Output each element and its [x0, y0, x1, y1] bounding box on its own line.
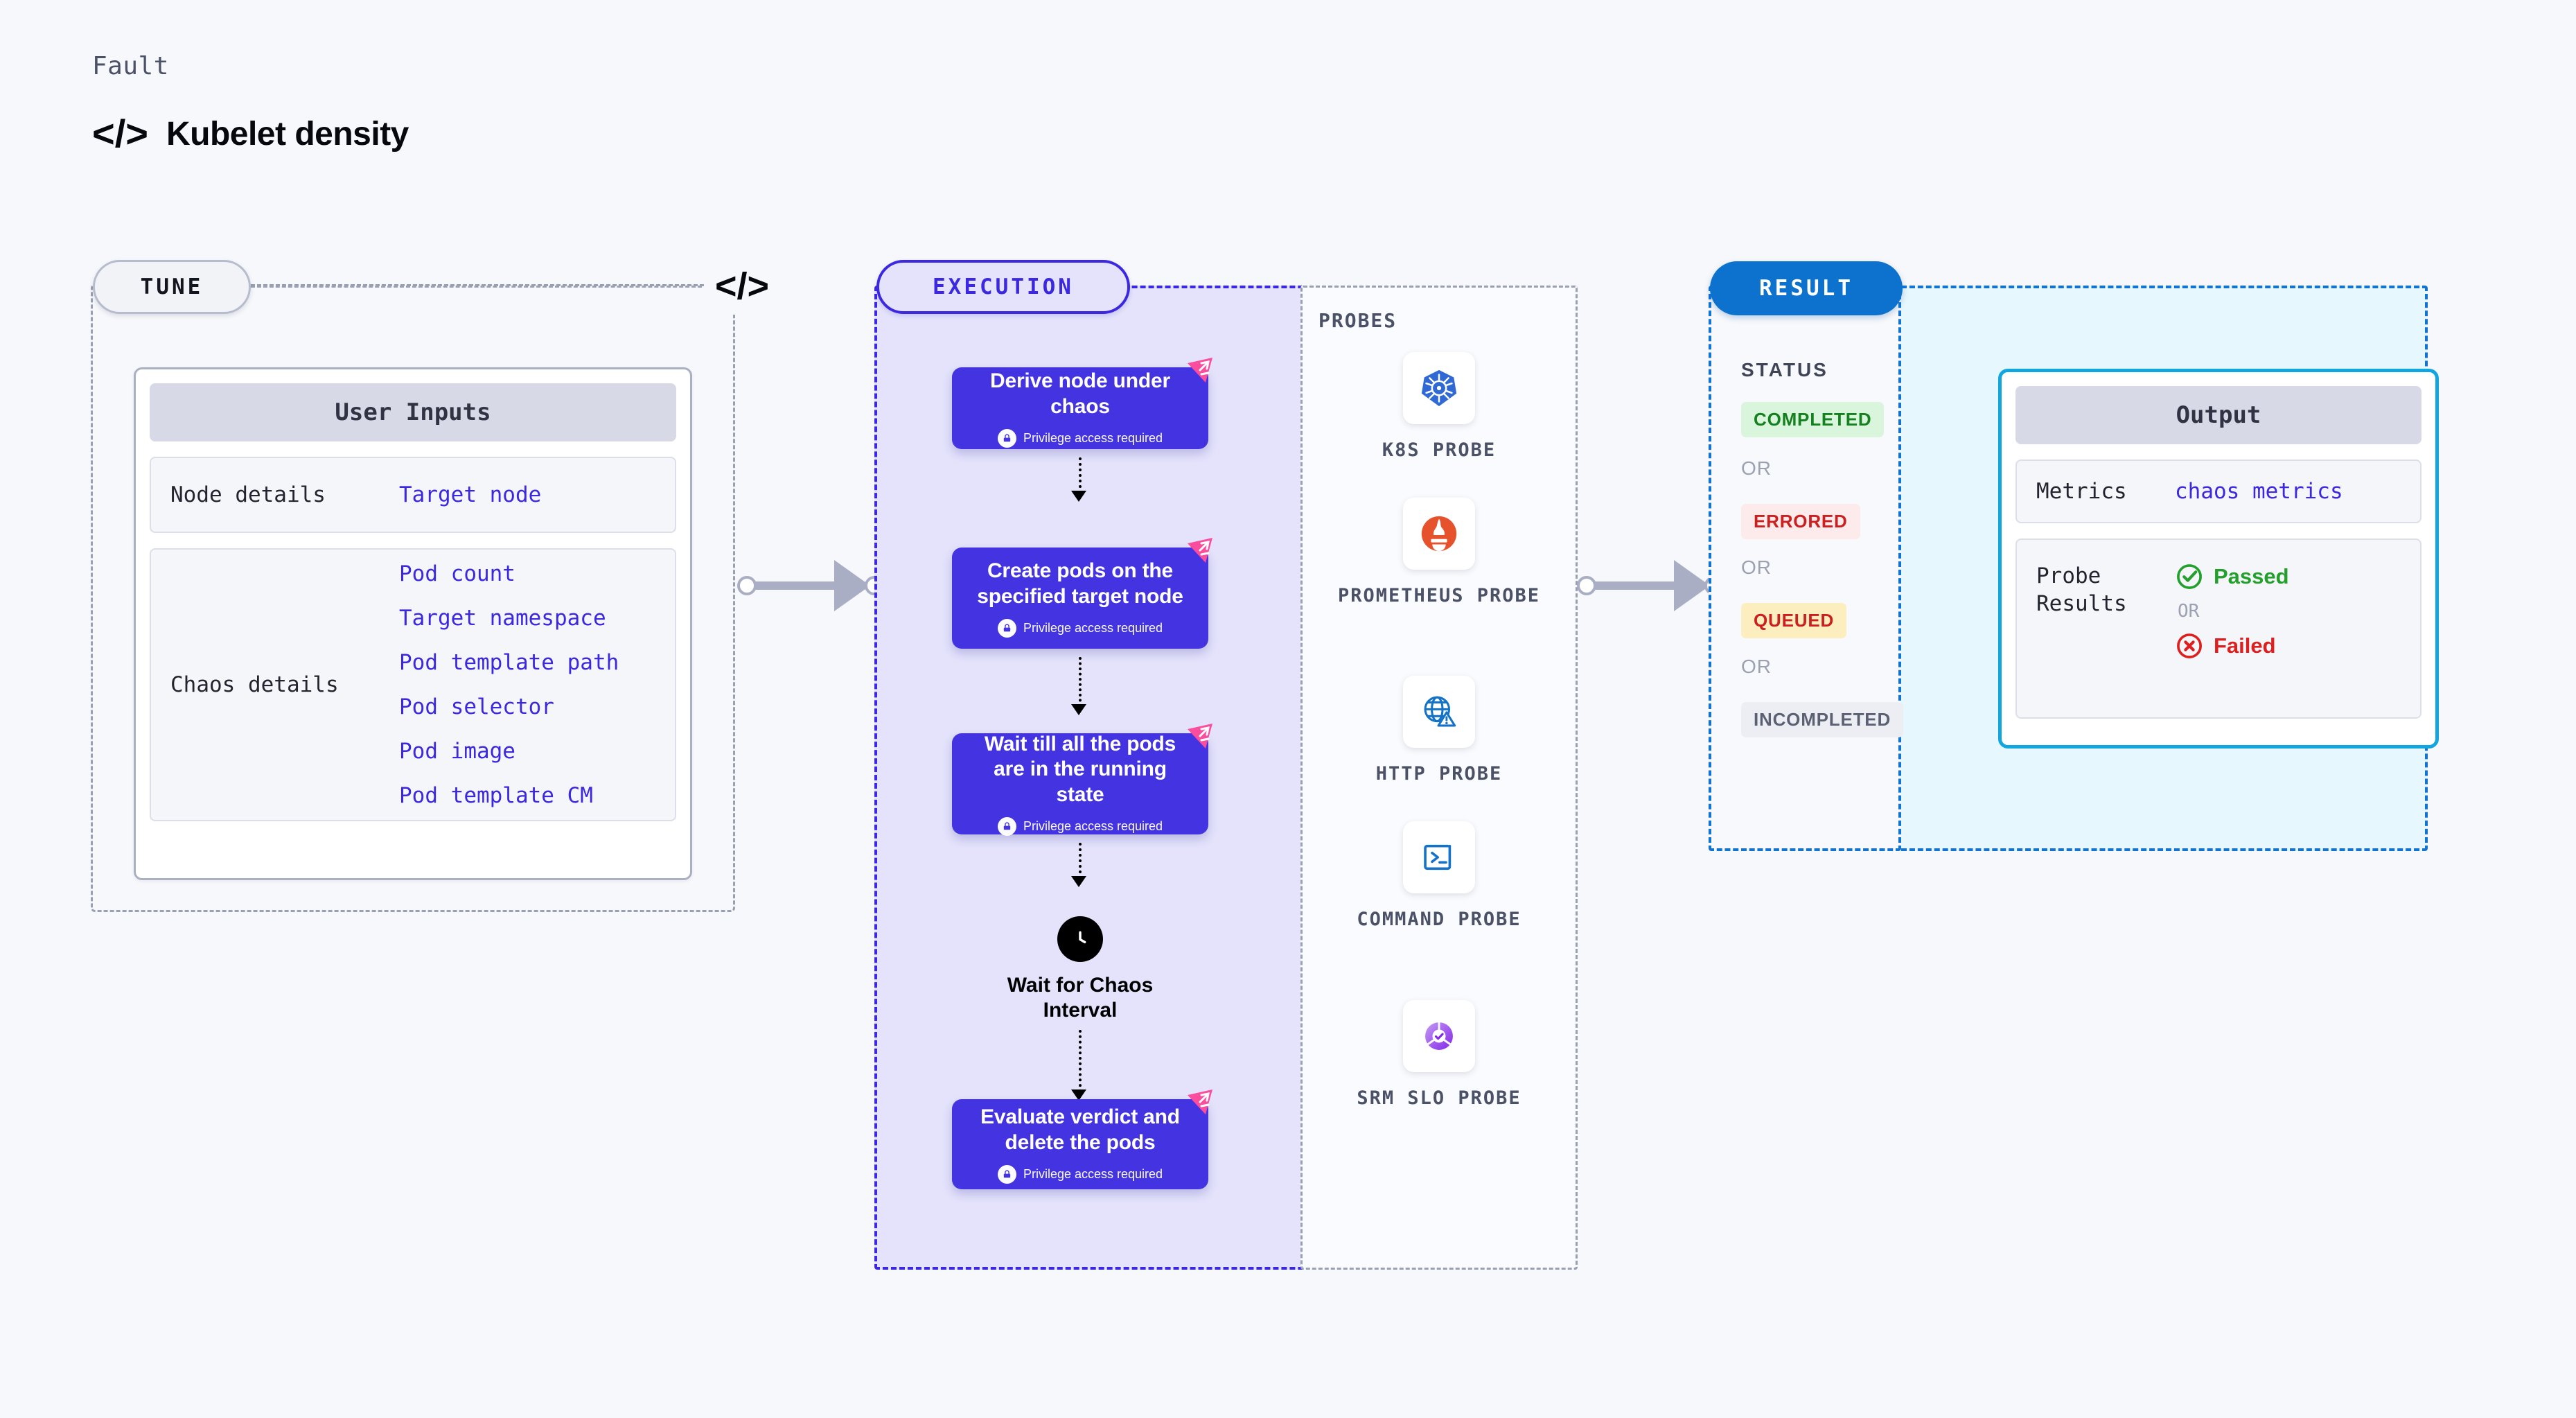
x-circle-icon: [2177, 633, 2202, 658]
privilege-note: Privilege access required: [997, 1165, 1163, 1184]
chaos-details-row: Chaos details Pod count Target namespace…: [150, 548, 676, 821]
probe-item-k8s[interactable]: K8S PROBE: [1328, 352, 1550, 462]
user-inputs-card: User Inputs Node details Target node Cha…: [134, 367, 692, 880]
harness-badge: [1185, 721, 1218, 758]
result-pill[interactable]: RESULT: [1710, 261, 1903, 315]
probe-item-srm-slo[interactable]: SRM SLO PROBE: [1328, 1000, 1550, 1110]
probes-section-label: PROBES: [1318, 309, 1397, 332]
probe-item-prometheus[interactable]: PROMETHEUS PROBE: [1328, 498, 1550, 608]
kubernetes-icon: [1403, 352, 1475, 424]
page-kicker: Fault: [92, 52, 169, 80]
execution-node-label: Create pods on the specified target node: [977, 559, 1183, 608]
page-title: Kubelet density: [166, 115, 409, 152]
pod-template-cm-value[interactable]: Pod template CM: [399, 783, 593, 808]
lock-icon: [997, 817, 1016, 837]
failed-label: Failed: [2214, 633, 2276, 658]
page-title-row: </> Kubelet density: [92, 114, 409, 153]
metrics-label: Metrics: [2036, 478, 2127, 504]
privilege-text: Privilege access required: [1023, 819, 1163, 834]
prometheus-icon: [1403, 498, 1475, 570]
metrics-row: Metrics chaos metrics: [2015, 459, 2421, 523]
tune-pill[interactable]: TUNE: [93, 260, 251, 314]
privilege-note: Privilege access required: [997, 817, 1163, 837]
status-badge-errored: ERRORED: [1741, 504, 1860, 539]
privilege-text: Privilege access required: [1023, 621, 1163, 636]
lock-icon: [997, 619, 1016, 638]
execution-arrowhead-2: [1071, 704, 1086, 715]
execution-node-evaluate-verdict[interactable]: Evaluate verdict and delete the pods Pri…: [952, 1089, 1212, 1189]
probe-results-row: Probe Results Passed OR Failed: [2015, 539, 2421, 719]
user-inputs-title: User Inputs: [150, 383, 676, 441]
probes-panel: [1300, 286, 1578, 1270]
probe-item-command[interactable]: COMMAND PROBE: [1328, 821, 1550, 931]
probe-label: HTTP PROBE: [1375, 763, 1503, 785]
privilege-note: Privilege access required: [997, 429, 1163, 448]
check-circle-icon: [2177, 564, 2202, 589]
execution-arrow-2: [1079, 657, 1082, 707]
harness-badge: [1185, 535, 1218, 572]
status-badge-completed: COMPLETED: [1741, 402, 1885, 437]
clock-icon: [1057, 916, 1103, 962]
chaos-details-label: Chaos details: [170, 672, 339, 697]
lock-icon: [997, 1165, 1016, 1184]
privilege-note: Privilege access required: [997, 619, 1163, 638]
code-icon: </>: [704, 258, 780, 315]
tune-panel: [91, 284, 735, 912]
pod-template-path-value[interactable]: Pod template path: [399, 650, 619, 675]
metrics-value[interactable]: chaos metrics: [2175, 479, 2343, 504]
execution-node-label: Evaluate verdict and delete the pods: [980, 1105, 1180, 1154]
harness-badge: [1185, 1087, 1218, 1123]
pod-image-value[interactable]: Pod image: [399, 739, 515, 764]
globe-warning-icon: [1403, 676, 1475, 748]
wait-for-chaos-interval-label: Wait for Chaos Interval: [1007, 974, 1154, 1022]
execution-node-wait-running[interactable]: Wait till all the pods are in the runnin…: [952, 724, 1212, 837]
status-or-1: OR: [1741, 457, 1772, 479]
node-details-label: Node details: [170, 482, 326, 507]
probe-results-label: Probe Results: [2036, 563, 2127, 617]
connector-execution-to-result: [1577, 554, 1724, 617]
pod-count-value[interactable]: Pod count: [399, 561, 515, 586]
passed-label: Passed: [2214, 564, 2289, 588]
harness-badge: [1185, 355, 1218, 392]
connector-tune-to-execution: [737, 554, 884, 617]
privilege-text: Privilege access required: [1023, 1167, 1163, 1182]
execution-node-derive-node[interactable]: Derive node under chaos Privilege access…: [952, 358, 1212, 449]
execution-arrowhead-1: [1071, 491, 1086, 502]
probe-result-passed: Passed: [2175, 562, 2289, 591]
execution-arrow-4: [1079, 1030, 1082, 1092]
output-title: Output: [2015, 386, 2421, 444]
status-badge-queued: QUEUED: [1741, 603, 1847, 638]
execution-arrow-3: [1079, 843, 1082, 879]
execution-pill[interactable]: EXECUTION: [876, 260, 1130, 314]
target-node-value[interactable]: Target node: [399, 482, 542, 507]
pod-selector-value[interactable]: Pod selector: [399, 694, 554, 719]
target-namespace-value[interactable]: Target namespace: [399, 606, 606, 631]
probe-label: SRM SLO PROBE: [1357, 1087, 1521, 1109]
probe-item-http[interactable]: HTTP PROBE: [1328, 676, 1550, 786]
node-details-row: Node details Target node: [150, 457, 676, 533]
probe-label: PROMETHEUS PROBE: [1337, 585, 1541, 606]
execution-arrow-1: [1079, 457, 1082, 493]
probe-label: COMMAND PROBE: [1357, 909, 1521, 930]
code-icon: </>: [92, 112, 148, 155]
privilege-text: Privilege access required: [1023, 431, 1163, 446]
probe-result-or: OR: [2178, 601, 2200, 622]
probe-result-failed: Failed: [2175, 631, 2289, 660]
output-card: Output Metrics chaos metrics Probe Resul…: [1998, 369, 2439, 749]
status-or-2: OR: [1741, 557, 1772, 578]
execution-arrowhead-4: [1071, 1089, 1086, 1101]
status-label: STATUS: [1741, 359, 1828, 380]
srm-slo-icon: [1403, 1000, 1475, 1072]
status-badge-incompleted: INCOMPLETED: [1741, 702, 1904, 737]
terminal-icon: [1403, 821, 1475, 893]
lock-icon: [997, 429, 1016, 448]
probe-label: K8S PROBE: [1382, 439, 1497, 461]
execution-arrowhead-3: [1071, 876, 1086, 887]
status-or-3: OR: [1741, 656, 1772, 677]
execution-node-create-pods[interactable]: Create pods on the specified target node…: [952, 538, 1212, 649]
tune-connector-dash: [251, 286, 708, 288]
execution-node-label: Wait till all the pods are in the runnin…: [984, 732, 1176, 806]
execution-node-label: Derive node under chaos: [990, 369, 1170, 418]
